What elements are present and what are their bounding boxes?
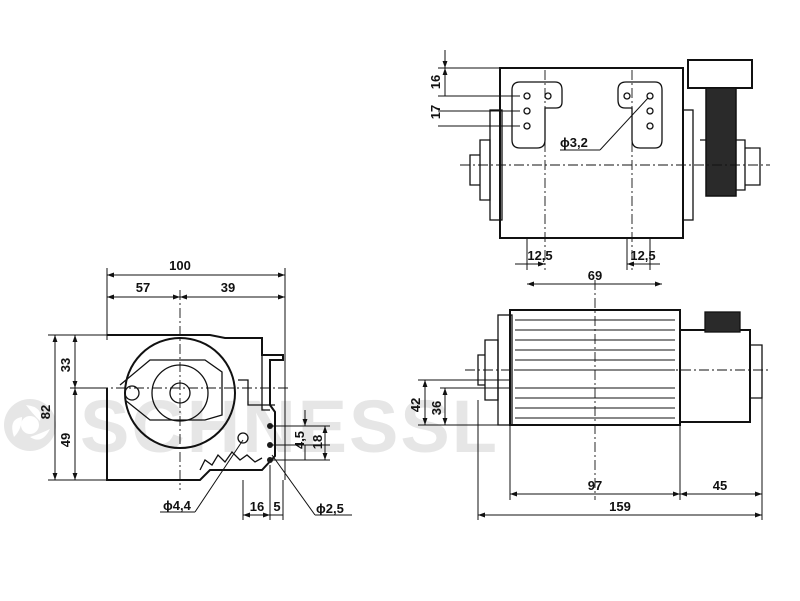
dim-upper-height: 33: [58, 358, 73, 372]
top-view-motor-coil: [705, 87, 737, 197]
dim-motor-45: 45: [713, 478, 727, 493]
dim-height-36: 36: [429, 401, 444, 415]
side-view: 100 57 39 82 33 49 4,5 18 16 5: [38, 258, 352, 520]
dim-roller-97: 97: [588, 478, 602, 493]
side-view-mount-hole: [124, 385, 140, 401]
top-view-slot-left: [511, 81, 563, 149]
dim-overall-width: 100: [169, 258, 191, 273]
dim-center-69: 69: [588, 268, 602, 283]
dim-right-width: 39: [221, 280, 235, 295]
dim-height-42: 42: [408, 398, 423, 412]
top-view: 16 17 ϕ3,2 12,5 12,5: [428, 50, 770, 270]
dim-offset-16: 16: [250, 499, 264, 514]
side-view-motor-plate: [119, 359, 223, 421]
front-view-motor: [679, 329, 751, 423]
label-hole-4-4: ϕ4,4: [163, 498, 192, 513]
top-view-motor-cap: [687, 59, 753, 89]
side-view-connector: [199, 450, 263, 471]
dim-total-height: 82: [38, 405, 53, 419]
dim-pitch-4-5: 4,5: [292, 431, 307, 449]
top-view-slot-right: [617, 81, 663, 149]
dim-overall-159: 159: [609, 499, 631, 514]
dim-offset-5: 5: [273, 499, 280, 514]
front-view: 69 42 36 97 45 159: [408, 268, 770, 520]
dim-lower-height: 49: [58, 433, 73, 447]
label-hole-3-2: ϕ3,2: [560, 135, 588, 150]
label-hole-2-5: ϕ2,5: [316, 501, 344, 516]
dim-top-16: 16: [428, 75, 443, 89]
dim-pitch-18: 18: [310, 435, 325, 449]
side-view-hole-4-4: [237, 432, 249, 444]
top-view-holes: [523, 92, 654, 130]
dim-slot-right: 12,5: [630, 248, 655, 263]
watermark-fan-icon: [4, 399, 56, 451]
dim-pitch-17: 17: [428, 105, 443, 119]
side-view-housing: [106, 334, 284, 481]
dim-slot-left: 12,5: [527, 248, 552, 263]
dim-left-width: 57: [136, 280, 150, 295]
top-view-end-cap: [469, 139, 491, 201]
front-view-motor-coil: [704, 311, 741, 333]
